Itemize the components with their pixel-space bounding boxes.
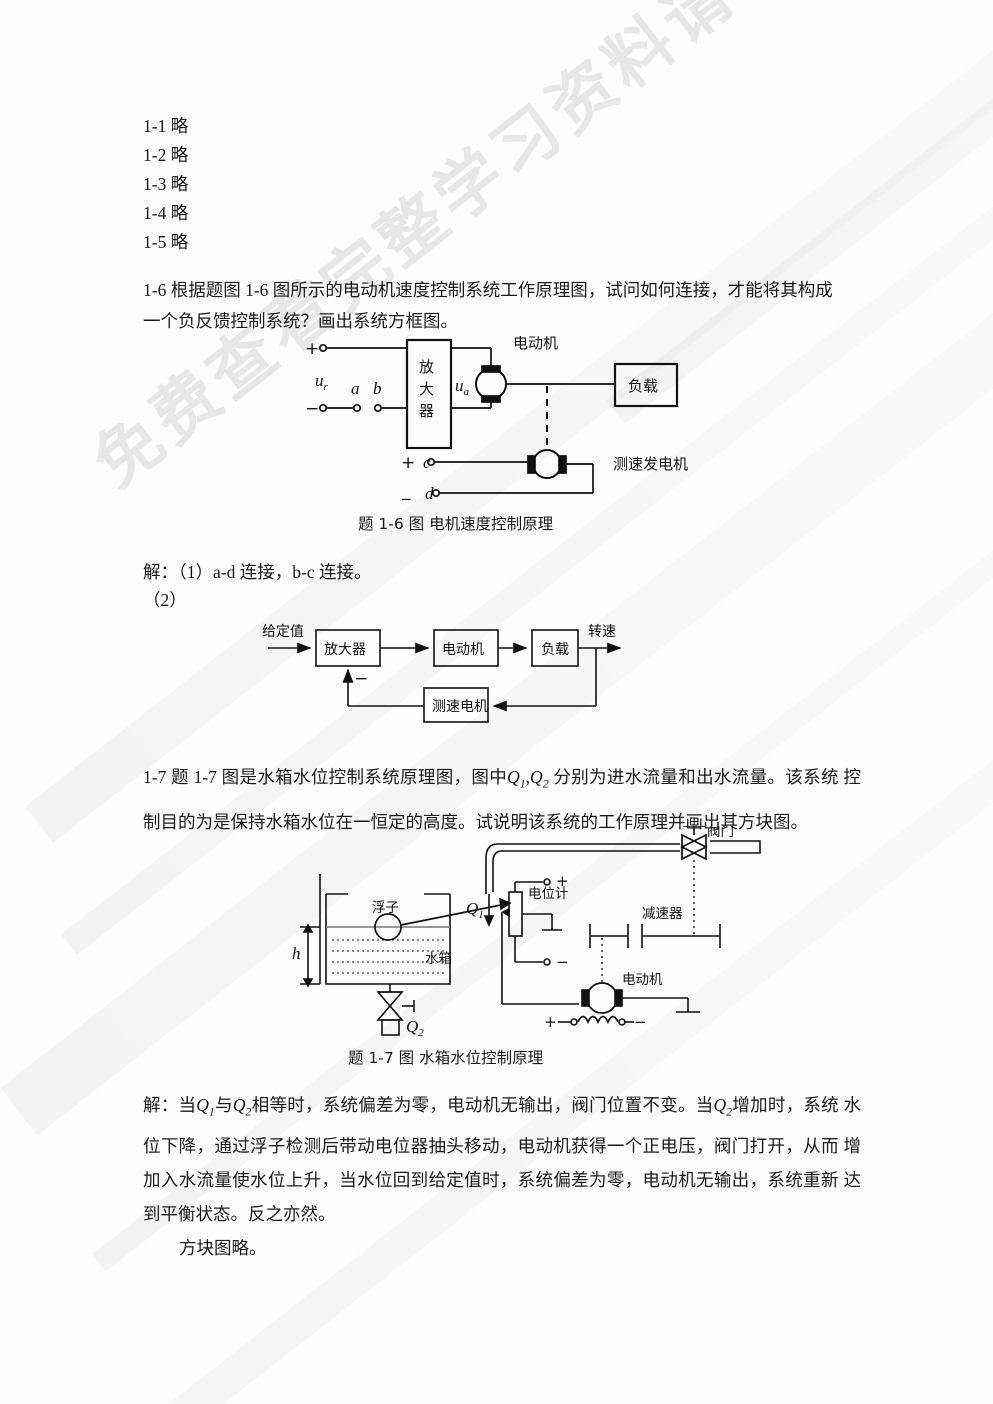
label-ua: ua bbox=[455, 376, 470, 398]
label-minus-pot: − bbox=[556, 953, 569, 971]
list-item: 1-1 略 bbox=[143, 116, 189, 136]
solution-seg-1: 解：当 bbox=[143, 1095, 197, 1115]
label-motor: 电动机 bbox=[622, 972, 663, 988]
statement-line-2: 控制目的为是保持水箱水位在一恒定的高度。试说明该系统的工作原理并画出其方块图。 bbox=[143, 767, 862, 832]
label-plus-coil: + bbox=[544, 1013, 557, 1031]
solution-1-6: 解：（1）a-d 连接，b-c 连接。 （2） bbox=[143, 558, 371, 614]
solution-line-4: 达到平衡状态。反之亦然。 bbox=[143, 1169, 861, 1224]
label-reducer: 减速器 bbox=[642, 906, 683, 922]
symbol-q2-second: Q2 bbox=[713, 1095, 733, 1119]
problem-1-6-statement: 1-6 根据题图 1-6 图所示的电动机速度控制系统工作原理图，试问如何连接，才… bbox=[143, 275, 855, 337]
solution-line-1: 解：（1）a-d 连接，b-c 连接。 bbox=[143, 562, 372, 582]
figure-1-7-water-tank-schematic: Q1 Q2 h 浮子 水箱 电位计 + − 阀门 减速器 电动机 + − bbox=[290, 824, 810, 1039]
label-block-motor: 电动机 bbox=[442, 642, 484, 658]
label-tank: 水箱 bbox=[425, 951, 452, 967]
symbol-comma: , bbox=[525, 767, 531, 787]
list-item: 1-4 略 bbox=[143, 203, 189, 223]
label-amplifier-char-2: 大 bbox=[419, 380, 434, 398]
list-item: 1-2 略 bbox=[143, 145, 189, 165]
label-minus-coil: − bbox=[634, 1013, 647, 1031]
statement-line-1: 1-6 根据题图 1-6 图所示的电动机速度控制系统工作原理图，试问如何连接，才… bbox=[143, 280, 833, 300]
label-load: 负载 bbox=[628, 377, 658, 395]
label-float: 浮子 bbox=[372, 900, 399, 916]
label-block-load: 负载 bbox=[541, 642, 569, 658]
label-ur: ur bbox=[315, 371, 329, 393]
label-plus-input: + bbox=[305, 339, 319, 359]
label-tachogenerator: 测速发电机 bbox=[613, 455, 688, 473]
solution-seg-2: 与 bbox=[214, 1095, 233, 1115]
list-item: 1-5 略 bbox=[143, 232, 189, 252]
label-minus-d: _ bbox=[401, 481, 411, 501]
problem-1-7-statement: 1-7 题 1-7 图是水箱水位控制系统原理图，图中Q1,Q2 分别为进水流量和… bbox=[143, 758, 861, 841]
label-plus-c: + bbox=[401, 453, 415, 473]
figure-1-6-block-diagram: 给定值 放大器 电动机 负载 转速 测速电机 − bbox=[248, 618, 648, 728]
solution-seg-3: 相等时，系统偏差为零，电动机无输出，阀门位置不变。当 bbox=[251, 1095, 714, 1115]
label-q2: Q2 bbox=[406, 1017, 424, 1038]
symbol-q2: Q2 bbox=[232, 1095, 252, 1119]
list-item: 1-3 略 bbox=[143, 174, 189, 194]
label-motor: 电动机 bbox=[513, 336, 558, 352]
figure-1-6-caption: 题 1-6 图 电机速度控制原理 bbox=[358, 515, 554, 533]
label-h: h bbox=[292, 944, 301, 963]
label-amplifier-char-3: 器 bbox=[419, 402, 434, 420]
label-speed-output: 转速 bbox=[588, 624, 616, 640]
label-terminal-c: c bbox=[423, 453, 431, 472]
label-amplifier-char-1: 放 bbox=[419, 358, 434, 376]
label-plus-pot: + bbox=[556, 872, 569, 890]
statement-line-2: 一个负反馈控制系统？画出系统方框图。 bbox=[143, 311, 458, 331]
figure-1-6-motor-speed-schematic: + − ur a b 放 大 器 ua 电动机 负载 + c _ d 测速发电机 bbox=[285, 334, 705, 508]
symbol-q2: Q2 bbox=[530, 767, 549, 791]
statement-line-1-part-a: 1-7 题 1-7 图是水箱水位控制系统原理图，图中 bbox=[143, 767, 508, 787]
label-block-amplifier: 放大器 bbox=[324, 642, 366, 658]
label-minus-input: − bbox=[305, 399, 319, 419]
figure-1-7-caption: 题 1-7 图 水箱水位控制原理 bbox=[348, 1049, 544, 1067]
solution-line-2: 水位下降，通过浮子检测后带动电位器抽头移动，电动机获得一个正电压，阀门打开，从而 bbox=[143, 1095, 862, 1156]
solution-seg-4: 增加时，系统 bbox=[732, 1095, 839, 1115]
label-potentiometer: 电位计 bbox=[528, 886, 569, 902]
label-block-tachometer: 测速电机 bbox=[432, 699, 488, 715]
label-q1: Q1 bbox=[466, 899, 484, 921]
symbol-q1: Q1 bbox=[196, 1095, 215, 1119]
label-setpoint: 给定值 bbox=[262, 624, 304, 640]
label-terminal-a: a bbox=[351, 379, 360, 398]
symbol-q1: Q1 bbox=[507, 767, 526, 791]
omitted-items-list: 1-1 略 1-2 略 1-3 略 1-4 略 1-5 略 bbox=[143, 112, 188, 257]
label-terminal-d: d bbox=[425, 484, 434, 503]
solution-line-3: 增加入水流量使水位上升，当水位回到给定值时，系统偏差为零，电动机无输出，系统重新 bbox=[143, 1135, 861, 1190]
label-terminal-b: b bbox=[373, 379, 382, 398]
solution-1-7: 解：当Q1与Q2相等时，系统偏差为零，电动机无输出，阀门位置不变。当Q2增加时，… bbox=[143, 1088, 861, 1265]
solution-line-2: （2） bbox=[143, 590, 187, 610]
solution-line-5: 方块图略。 bbox=[179, 1237, 267, 1258]
label-valve: 阀门 bbox=[707, 826, 734, 840]
label-negative-sign: − bbox=[354, 669, 368, 689]
statement-line-1-part-b: 分别为进水流量和出水流量。该系统 bbox=[553, 767, 839, 787]
